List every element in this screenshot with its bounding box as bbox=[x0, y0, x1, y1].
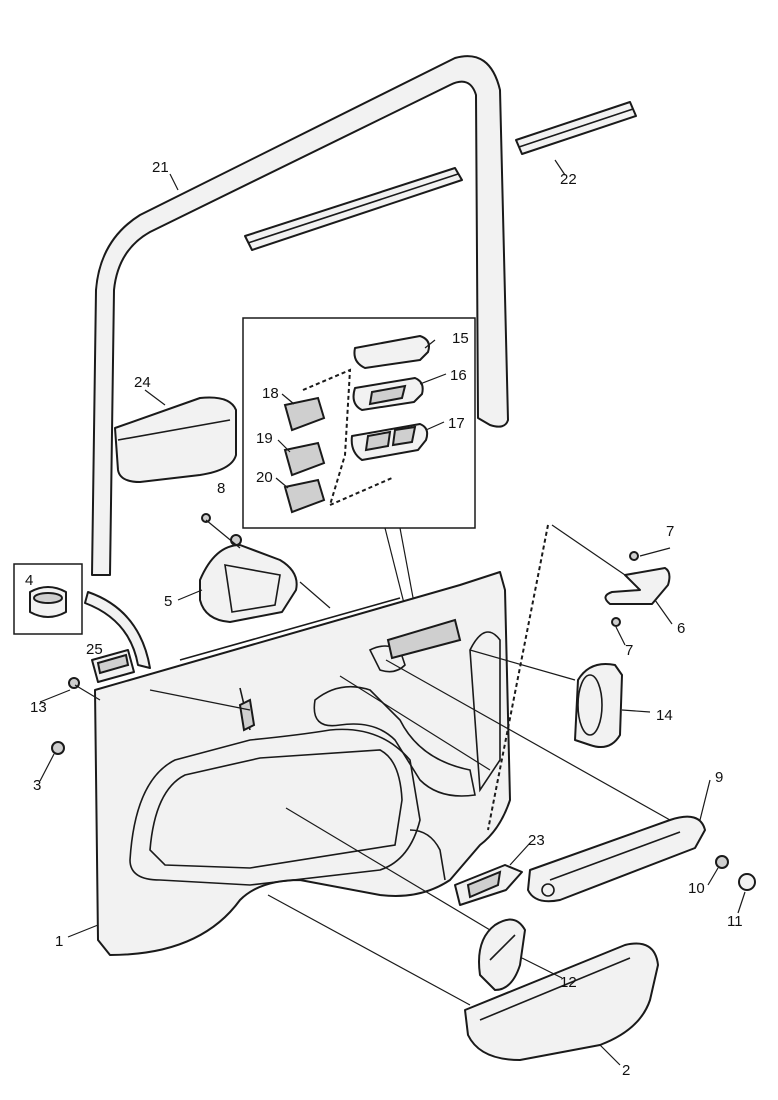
callout-8: 8 bbox=[217, 480, 225, 497]
part-9-pull-handle bbox=[527, 815, 706, 903]
part-8-fastener bbox=[201, 513, 211, 523]
callout-18: 18 bbox=[262, 385, 279, 402]
bracket-guide-dashed bbox=[487, 524, 549, 831]
callout-5: 5 bbox=[164, 593, 172, 610]
callout-labels: 21 22 15 16 17 24 18 19 20 8 4 5 25 13 3… bbox=[25, 159, 743, 1079]
callout-21: 21 bbox=[152, 159, 169, 176]
callout-17: 17 bbox=[448, 415, 465, 432]
callout-22: 22 bbox=[560, 171, 577, 188]
callout-2: 2 bbox=[622, 1062, 630, 1079]
callout-16: 16 bbox=[450, 367, 467, 384]
callout-leaders bbox=[39, 159, 746, 1066]
callout-1: 1 bbox=[55, 933, 63, 950]
callout-3: 3 bbox=[33, 777, 41, 794]
part-7-upper-screw bbox=[629, 551, 639, 561]
callout-19: 19 bbox=[256, 430, 273, 447]
callout-6: 6 bbox=[677, 620, 685, 637]
callout-20: 20 bbox=[256, 469, 273, 486]
callout-9: 9 bbox=[715, 769, 723, 786]
callout-10: 10 bbox=[688, 880, 705, 897]
part-11-screw-cap bbox=[738, 873, 756, 891]
callout-23: 23 bbox=[528, 832, 545, 849]
part-4-inset-box bbox=[13, 563, 83, 635]
switch-inset-box bbox=[242, 317, 476, 529]
callout-7-lower: 7 bbox=[625, 642, 633, 659]
callout-11: 11 bbox=[727, 913, 743, 930]
part-3-push-pin bbox=[51, 741, 65, 755]
part-22-window-channel bbox=[244, 101, 637, 251]
part-5-latch-bezel bbox=[199, 534, 298, 623]
part-1-door-trim-panel bbox=[94, 571, 511, 956]
assembly-lines bbox=[74, 519, 671, 1006]
callout-12: 12 bbox=[560, 974, 577, 991]
part-7-lower-screw bbox=[611, 617, 621, 627]
callout-24: 24 bbox=[134, 374, 151, 391]
callout-4: 4 bbox=[25, 572, 33, 589]
part-10-screw bbox=[715, 855, 729, 869]
part-21-door-frame-seal bbox=[91, 55, 509, 576]
part-14-speaker-grille bbox=[574, 663, 623, 748]
part-25-clip bbox=[91, 649, 135, 683]
callout-7-upper: 7 bbox=[666, 523, 674, 540]
part-2-armrest bbox=[464, 942, 659, 1061]
part-6-handle-bracket bbox=[604, 567, 671, 605]
callout-13: 13 bbox=[30, 699, 47, 716]
callout-25: 25 bbox=[86, 641, 103, 658]
part-12-armrest-insert bbox=[478, 918, 526, 991]
callout-14: 14 bbox=[656, 707, 673, 724]
callout-15: 15 bbox=[452, 330, 469, 347]
part-24-storage-pocket bbox=[114, 396, 237, 483]
part-23-switch-bezel bbox=[454, 864, 523, 906]
edge-trim-arc bbox=[84, 591, 151, 669]
